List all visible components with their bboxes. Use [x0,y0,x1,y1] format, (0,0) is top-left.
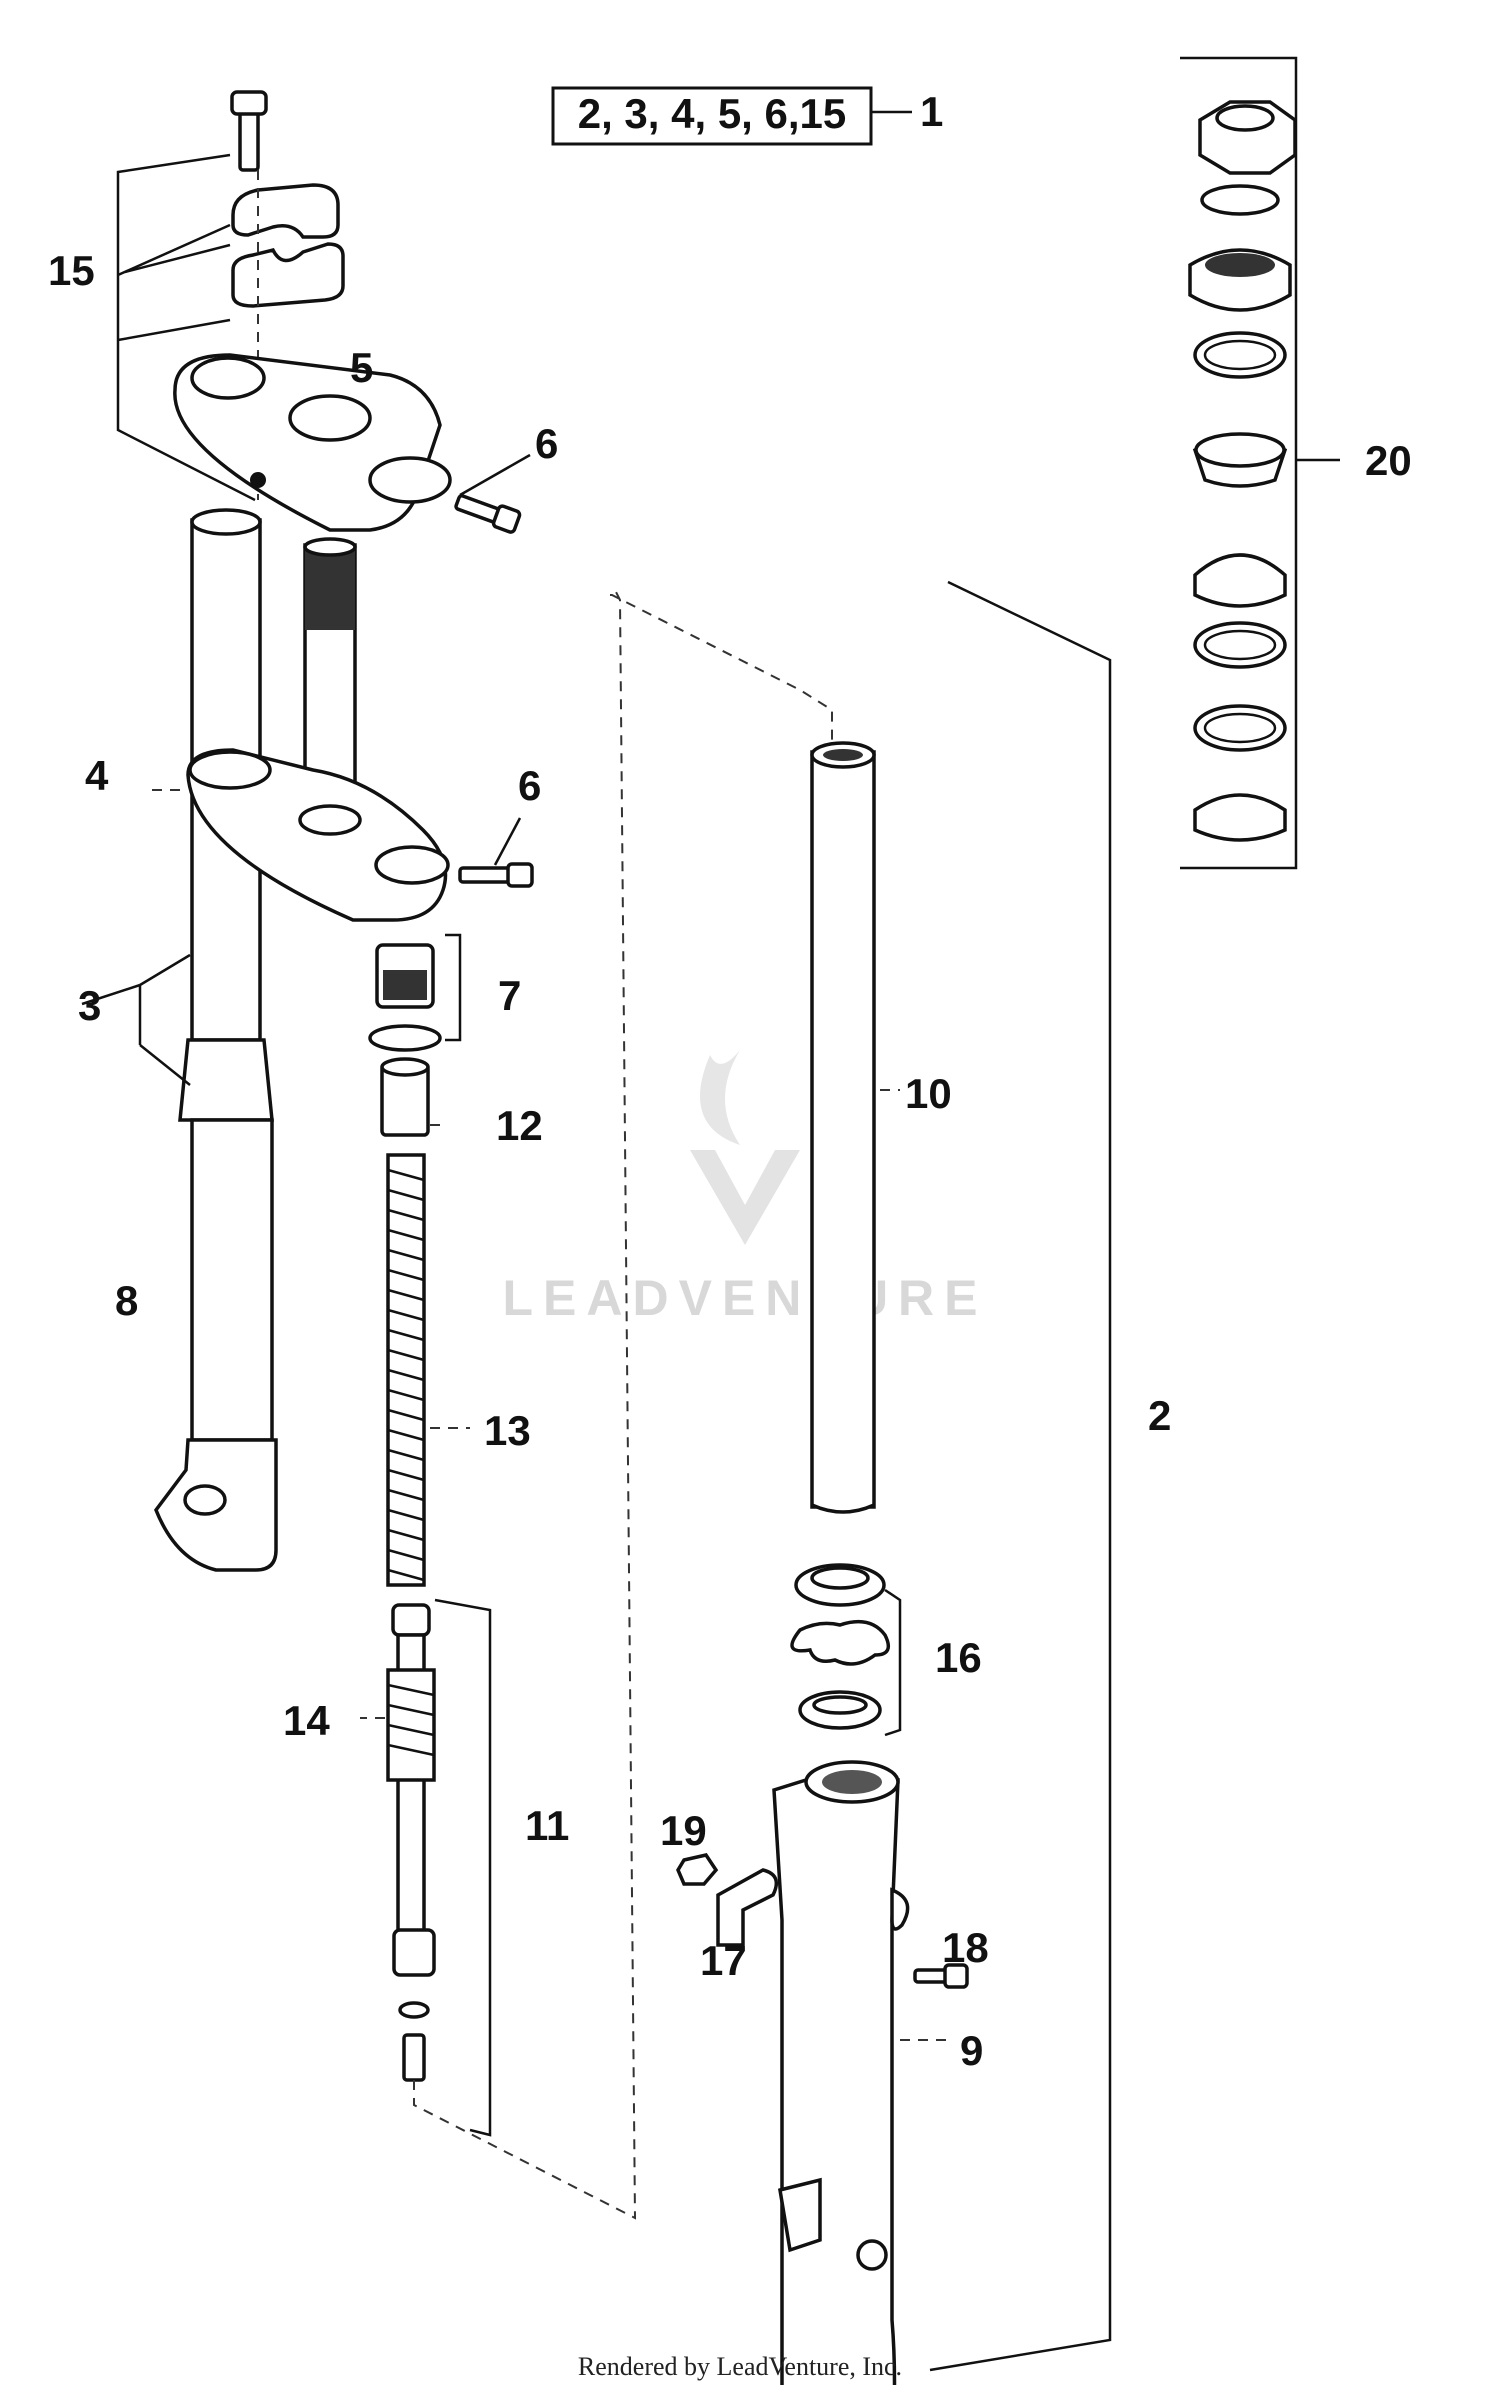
callout-17: 17 [700,1937,747,1984]
leader-lines [81,453,950,2041]
watermark-text: LEADVENTURE [502,1270,987,1326]
handlebar-clamp-assembly [116,90,345,502]
callout-8: 8 [115,1277,138,1324]
callout-14: 14 [283,1697,330,1744]
callout-2: 2 [1148,1392,1171,1439]
bolt-18 [913,1963,969,1989]
callout-6b: 6 [518,762,541,809]
callout-7: 7 [498,972,521,1019]
upper-triple-clamp [173,353,452,532]
callout-6a: 6 [535,420,558,467]
callout-9: 9 [960,2027,983,2074]
callout-16: 16 [935,1634,982,1681]
callout-10: 10 [905,1070,952,1117]
callout-20: 20 [1365,437,1412,484]
inner-tube-right [610,594,876,1514]
fork-spring [386,1153,426,1587]
fork-cap-bolt [368,933,462,1052]
fork-slider-right [772,1760,910,2385]
fork-seals [790,1563,902,1737]
callout-5: 5 [350,344,373,391]
nut-19 [676,1853,719,1886]
pinch-bolt-upper [454,494,522,534]
kit-box-label: 2, 3, 4, 5, 6,15 [578,90,847,137]
callout-labels: 15 5 6 4 6 7 3 10 12 8 2 13 16 14 11 19 … [48,247,1412,2074]
footer-credit: Rendered by LeadVenture, Inc. [578,2352,902,2381]
kit-box: 2, 3, 4, 5, 6,15 1 [551,86,943,146]
leadventure-watermark: LEADVENTURE [502,1050,987,1326]
damper-rod-assembly [386,589,637,2220]
pinch-bolt-lower [458,862,534,888]
callout-11: 11 [525,1802,569,1849]
bracket-2 [929,580,1112,2372]
kit-box-ref: 1 [920,88,943,135]
callout-13: 13 [484,1407,531,1454]
callout-12: 12 [496,1102,543,1149]
lower-triple-clamp [186,748,450,922]
steering-stem [303,537,357,812]
callout-3: 3 [78,982,101,1029]
fork-slider-left [154,1118,278,1572]
callout-19: 19 [660,1807,707,1854]
callout-18: 18 [942,1924,989,1971]
axle-clamp-17 [716,1868,779,1947]
callout-4: 4 [85,752,109,799]
spacer [380,1057,430,1137]
steering-bearing-set [1180,56,1340,870]
callout-15: 15 [48,247,95,294]
